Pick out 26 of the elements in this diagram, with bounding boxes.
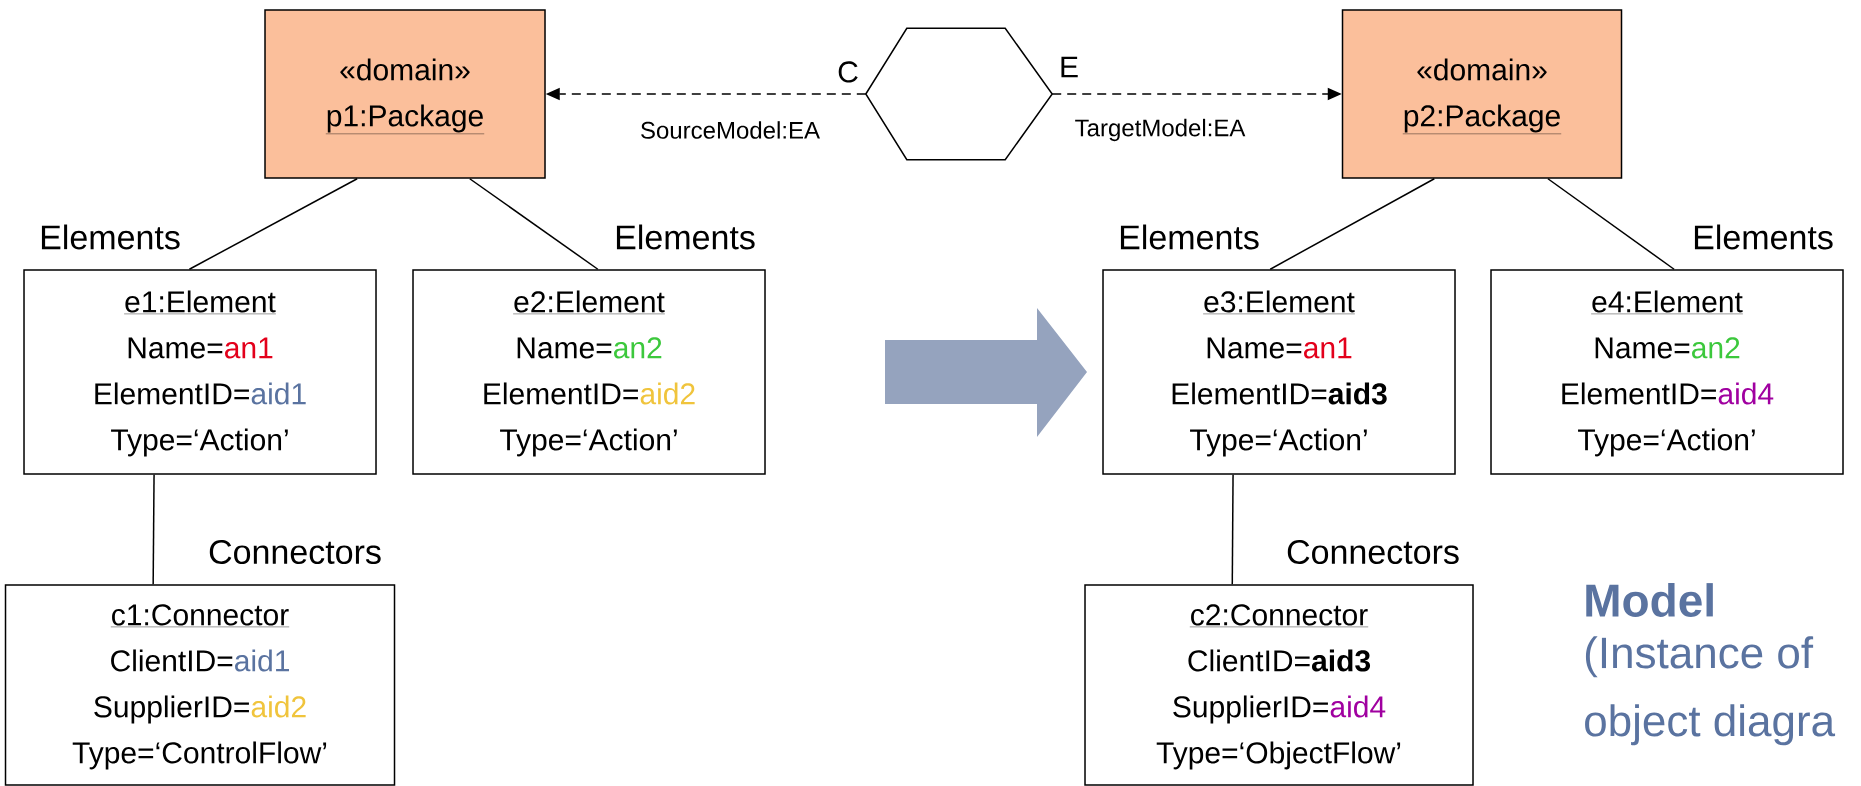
package-box: «domain» p2:Package xyxy=(1341,9,1623,179)
association-line xyxy=(1231,474,1234,585)
association-line xyxy=(469,178,599,270)
object-box: c2:Connector ClientID=aid3 SupplierID=aid4 Type=‘ObjectFlow’ xyxy=(1084,584,1474,786)
edge-label: Elements xyxy=(616,224,755,250)
side-heading: Model xyxy=(1586,583,1713,617)
association-line xyxy=(1547,178,1675,270)
edge-label: Connectors xyxy=(209,539,381,565)
object-box: c1:Connector ClientID=aid1 SupplierID=aid2 Type=‘ControlFlow’ xyxy=(4,584,396,786)
end-label: C xyxy=(838,61,858,83)
association-line xyxy=(1269,178,1436,270)
edge-label: Elements xyxy=(1694,224,1833,250)
object-box: e3:Element Name=an1 ElementID=aid3 Type=‘Action’ xyxy=(1102,269,1456,475)
association-line xyxy=(188,178,358,270)
package-box: «domain» p1:Package xyxy=(264,9,546,179)
object-box: e2:Element Name=an2 ElementID=aid2 Type=‘Action’ xyxy=(412,269,766,475)
association-line xyxy=(152,474,155,585)
edge-label: Elements xyxy=(1120,224,1259,250)
object-box: e4:Element Name=an2 ElementID=aid4 Type=‘Action’ xyxy=(1490,269,1844,475)
object-box: e1:Element Name=an1 ElementID=aid1 Type=‘Action’ xyxy=(23,269,377,475)
end-label: E xyxy=(1061,56,1078,78)
side-note: (Instance of object diagra xyxy=(1585,636,1836,746)
edge-label: Elements xyxy=(41,224,180,250)
edge-label: Connectors xyxy=(1287,539,1459,565)
edge-label: SourceModel:EA xyxy=(641,121,820,139)
edge-label: TargetModel:EA xyxy=(1075,118,1246,142)
